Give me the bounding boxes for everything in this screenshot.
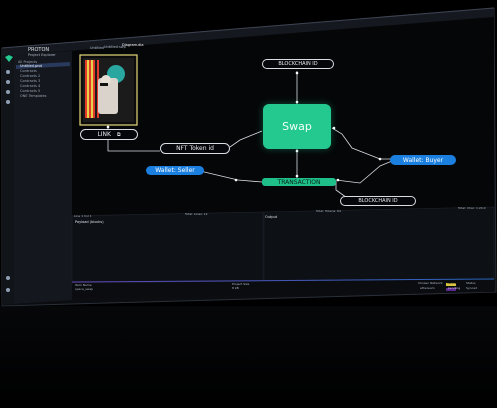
blockchain-bottom-node[interactable]: BLOCKCHAIN ID — [340, 196, 416, 206]
tree-all-projects[interactable]: All Projects — [18, 60, 38, 64]
link-node-label: LINK — [97, 131, 111, 138]
search-icon — [6, 80, 10, 84]
output-panel — [263, 206, 495, 282]
row1-network: ethereum — [420, 286, 435, 290]
explorer-panel — [14, 51, 72, 304]
wallet-buyer-node[interactable]: Wallet: Buyer — [390, 155, 456, 165]
row1-item[interactable]: space_swap — [75, 287, 94, 291]
nft-image-card — [79, 54, 138, 126]
blockchain-top-label: BLOCKCHAIN ID — [278, 61, 318, 67]
status-line-col: Line 1 Col 1 — [74, 214, 92, 218]
wallet-buyer-label: Wallet: Buyer — [402, 156, 444, 164]
payload-title: Payload (blocks) — [75, 220, 104, 224]
tree-templates[interactable]: ONE Templates — [20, 94, 47, 98]
link-node[interactable]: LINK ⧉ — [80, 129, 138, 140]
explorer-icon — [6, 70, 10, 74]
transaction-node[interactable]: TRANSACTION — [262, 178, 336, 186]
wallet-seller-node[interactable]: Wallet: Seller — [146, 166, 204, 175]
explorer-title: Project Explorer — [28, 53, 56, 57]
status-total-tokens: Total: Tokens: 64 — [316, 209, 341, 213]
status-total-lines: Total: Lines: 12 — [185, 212, 208, 216]
tab-untitled[interactable]: Untitled — [90, 46, 104, 50]
logo-icon — [5, 55, 13, 62]
account-icon — [6, 288, 10, 292]
settings-icon — [6, 276, 10, 280]
blockchain-top-node[interactable]: BLOCKCHAIN ID — [262, 59, 334, 69]
col-network: Chosen Network — [418, 281, 443, 285]
nft-token-label: NFT Token id — [176, 145, 214, 152]
row1-testnet: pending — [448, 286, 461, 290]
row1-size: 8 kB — [232, 286, 239, 290]
tree-contracts-4[interactable]: Contracts 4 — [20, 84, 41, 88]
status-total-char: Total: Char: 1.24.0 — [458, 206, 486, 210]
swap-node[interactable]: Swap — [263, 104, 331, 149]
window-reflection — [0, 306, 497, 408]
tree-contracts[interactable]: Contracts — [20, 69, 37, 73]
wallet-seller-label: Wallet: Seller — [155, 167, 195, 174]
app-name: PROTON — [28, 47, 50, 53]
swap-label: Swap — [282, 120, 312, 133]
tree-untitled[interactable]: Untitled.prot — [20, 64, 43, 68]
tree-contracts-2[interactable]: Contracts 2 — [20, 74, 41, 78]
external-link-icon: ⧉ — [116, 131, 121, 138]
tree-contracts-3[interactable]: Contracts 3 — [20, 79, 41, 83]
tab-untitled-swp[interactable]: Untitled.swp — [104, 45, 126, 49]
col-status: Status — [466, 281, 476, 285]
tab-diagram[interactable]: Diagram.dia — [122, 43, 144, 47]
git-icon — [6, 90, 10, 94]
blockchain-bottom-label: BLOCKCHAIN ID — [358, 198, 398, 204]
col-item-name: Item Name — [75, 283, 92, 287]
output-title: Output — [265, 215, 278, 219]
row1-status: Synced — [466, 286, 477, 290]
nft-token-node[interactable]: NFT Token id — [160, 143, 230, 154]
status-highlight — [446, 288, 456, 291]
col-project-size: Project Size — [232, 282, 250, 286]
transaction-label: TRANSACTION — [277, 178, 321, 186]
tree-contracts-5[interactable]: Contracts 5 — [20, 89, 41, 93]
testnet-highlight — [446, 283, 456, 286]
col-testnet: Testnet — [447, 281, 458, 285]
sidebar-selected-row — [16, 62, 70, 69]
results-table — [72, 280, 494, 298]
debug-icon — [6, 100, 10, 104]
icon-rail — [2, 55, 14, 305]
